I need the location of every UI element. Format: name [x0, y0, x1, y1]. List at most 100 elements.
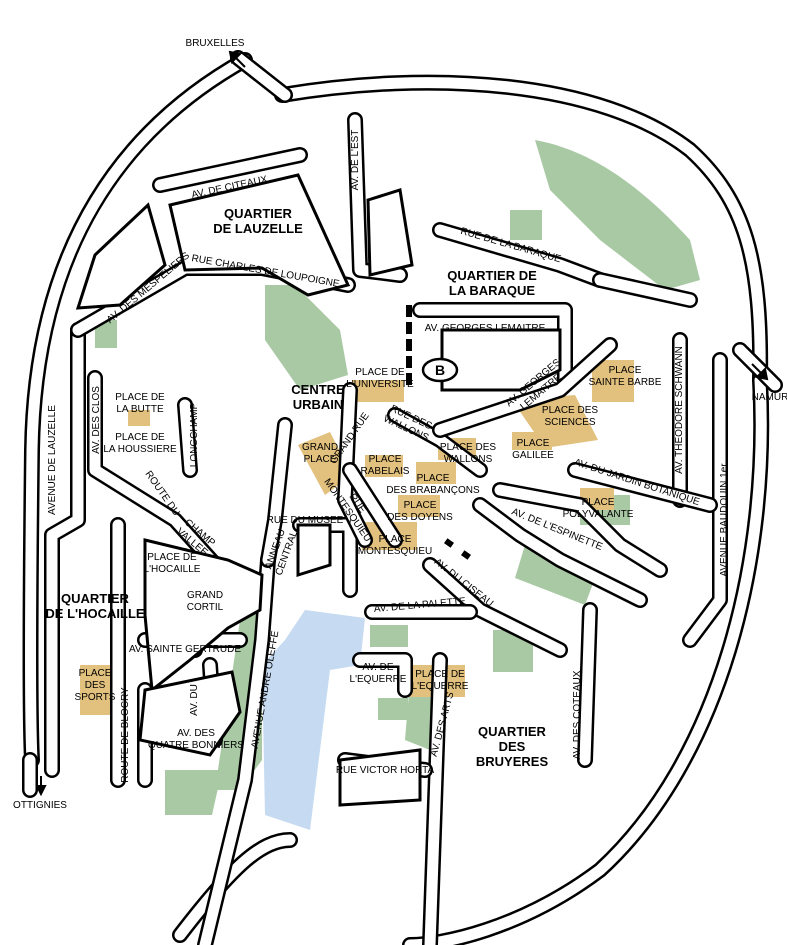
road-longchamp [177, 397, 198, 478]
bus-station-label: B [435, 362, 445, 378]
road-jardin [567, 462, 718, 513]
block-quatre-bonniers [138, 670, 242, 757]
street-longchamp: LONGCHAMP [189, 402, 200, 467]
road-georges-2 [432, 337, 618, 438]
railway-markers [406, 305, 471, 560]
street-coteaux: AV. DES COTEAUX [572, 670, 583, 759]
road-baraque-east [592, 272, 698, 308]
street-av-du: AV. DU [189, 684, 200, 716]
street-blocry: ROUTE DE BLOCRY [120, 687, 131, 783]
road-ciseau [422, 557, 568, 658]
road-grand-rue [337, 382, 373, 548]
block-baraque-north [366, 188, 414, 277]
plaza-rabelais [365, 455, 403, 477]
bus-station[interactable]: B [421, 357, 459, 383]
road-wallons [387, 407, 488, 478]
street-clos: AV. DES CLOS [91, 386, 102, 454]
plaza-sciences [512, 395, 598, 448]
street-est: AV. DE L'EST [350, 130, 361, 191]
plaza-galilee [512, 432, 552, 450]
ring-road [22, 52, 253, 768]
lake-area [262, 610, 365, 830]
plaza-doyens [398, 495, 440, 517]
block-mespeliers [75, 202, 167, 310]
street-schwann: AV. THEODORE SCHWANN [674, 346, 685, 474]
road-lauzelle [44, 322, 86, 778]
road-espinette-loop [492, 482, 668, 578]
road-bruxelles [230, 50, 293, 103]
park-area-hocaille-west [95, 320, 117, 348]
block-victor-horta [338, 748, 422, 807]
road-montesquieu [342, 462, 403, 548]
plaza-brabancons [416, 462, 456, 484]
plaza-universite [352, 380, 404, 402]
block-musee [296, 523, 332, 578]
street-lauzelle: AVENUE DE LAUZELLE [47, 405, 58, 515]
road-equerre [352, 652, 413, 698]
road-anneau [260, 417, 293, 568]
park-area-palette [370, 625, 408, 647]
ring-road-east [274, 74, 769, 388]
park-area-equerre [378, 698, 408, 720]
road-coteaux [577, 602, 598, 768]
park-area-arts [405, 680, 435, 750]
destination-namur: NAMUR [752, 392, 787, 403]
arrow-down-right-icon [751, 363, 769, 381]
street-lemaitre-1: AV. GEORGES LEMAITRE [425, 323, 546, 334]
street-horta: RUE VICTOR HORTA [336, 765, 435, 776]
road-espinette [472, 497, 648, 608]
ring-road-south [402, 372, 770, 945]
park-area-baraque [510, 210, 542, 240]
building-blocks [75, 173, 562, 807]
park-area-loupoigne [265, 285, 348, 390]
arrow-down-icon [35, 776, 47, 797]
destination-bruxelles: BRUXELLES [186, 38, 245, 49]
park-area-blocry [165, 770, 222, 815]
block-hocaille-loop [143, 538, 264, 693]
street-gertrude: AV. SAINTE GERTRUDE [129, 644, 241, 655]
direction-arrows [35, 50, 769, 797]
plaza-butte [128, 410, 150, 426]
plaza-sainte-barbe [592, 360, 634, 402]
road-rue-baraque [432, 222, 608, 288]
street-baudouin: AVENUE BAUDOUIN 1er [719, 463, 730, 577]
street-musee: RUE DU MUSEE [267, 515, 344, 526]
road-namur [732, 342, 783, 393]
park-area-northeast [535, 140, 700, 290]
road-arts [422, 652, 448, 945]
block-lauzelle [168, 173, 351, 297]
arrow-up-left-icon [228, 50, 246, 68]
road-baudouin [682, 352, 728, 648]
road-est [347, 112, 408, 283]
ring-road-southwest [172, 832, 298, 943]
plaza-sports [80, 665, 115, 715]
road-clos [87, 370, 228, 578]
bus-station-icon [421, 357, 459, 383]
